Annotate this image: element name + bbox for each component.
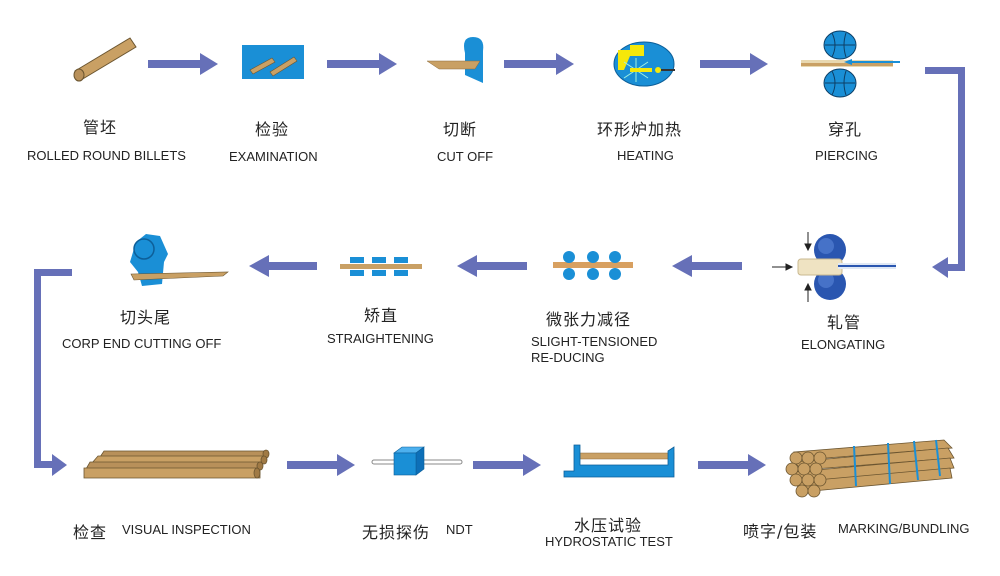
arrow-right-1 — [148, 53, 218, 75]
step-hydro-cn: 水压试验 — [574, 516, 643, 535]
step-billets-en: ROLLED ROUND BILLETS — [27, 148, 186, 163]
arrow-right-3 — [504, 53, 574, 75]
piercing-rolls-icon — [801, 30, 900, 98]
step-examination-en: EXAMINATION — [229, 149, 318, 164]
step-marking-en: MARKING/BUNDLING — [838, 521, 970, 536]
billet-icon — [73, 37, 137, 82]
reducing-rolls-icon — [553, 251, 633, 280]
ndt-probe-icon — [371, 446, 463, 476]
step-straightening-cn: 矫直 — [364, 306, 399, 325]
step-ndt-cn: 无损探伤 — [362, 523, 431, 542]
arrow-connector-right — [925, 67, 965, 278]
step-cutoff-cn: 切断 — [443, 120, 478, 139]
step-visual-cn: 检查 — [73, 523, 108, 542]
arrow-right-4 — [700, 53, 768, 75]
step-piercing-cn: 穿孔 — [828, 120, 863, 139]
step-marking-cn: 喷字/包装 — [743, 522, 818, 541]
pipes-icon — [83, 449, 270, 479]
step-heating-en: HEATING — [617, 148, 674, 163]
step-reducing-en-line2: RE-DUCING — [531, 350, 605, 365]
arrow-left-3 — [249, 255, 317, 277]
step-cutoff-en: CUT OFF — [437, 149, 494, 164]
arrow-right-7 — [698, 454, 766, 476]
arrow-left-1 — [672, 255, 742, 277]
examination-icon — [242, 45, 304, 79]
arrow-connector-left — [34, 269, 72, 476]
arrow-right-2 — [327, 53, 397, 75]
step-visual-en: VISUAL INSPECTION — [122, 522, 251, 537]
step-heating-cn: 环形炉加热 — [597, 120, 683, 139]
step-straightening-en: STRAIGHTENING — [327, 331, 434, 346]
step-cropend-cn: 切头尾 — [120, 308, 172, 327]
step-hydro-en: HYDROSTATIC TEST — [545, 534, 673, 549]
arrow-right-5 — [287, 454, 355, 476]
step-cropend-en: CORP END CUTTING OFF — [62, 336, 222, 351]
furnace-icon — [613, 41, 675, 87]
hydro-tester-icon — [563, 444, 675, 478]
step-elongating-en: ELONGATING — [801, 337, 886, 352]
step-examination-cn: 检验 — [255, 120, 290, 139]
straightener-icon — [340, 257, 422, 276]
step-reducing-en: SLIGHT-TENSIONED — [531, 334, 658, 349]
step-elongating-cn: 轧管 — [827, 313, 862, 332]
step-billets-cn: 管坯 — [83, 118, 118, 137]
crop-cutter-icon — [130, 234, 229, 286]
arrow-left-2 — [457, 255, 527, 277]
step-ndt-en: NDT — [446, 522, 473, 537]
bundle-icon — [785, 439, 955, 498]
elongating-rolls-icon — [772, 232, 896, 302]
step-reducing-cn: 微张力减径 — [546, 310, 632, 329]
step-piercing-en: PIERCING — [815, 148, 878, 163]
cutter-icon — [426, 37, 484, 83]
arrow-right-6 — [473, 454, 541, 476]
